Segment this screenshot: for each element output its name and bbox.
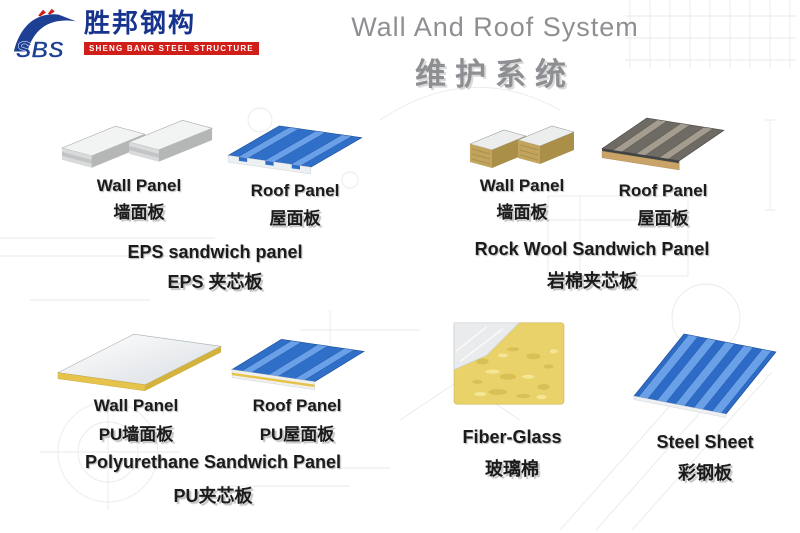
fiberglass-label-en: Fiber-Glass [462,427,562,447]
rockwool-wall-panel-label-zh: 墙面板 [496,203,548,222]
rockwool-roof-panel-label-zh: 屋面板 [637,209,689,228]
eps-group-title-en: EPS sandwich panel [127,242,303,262]
eps-wall-panel-label-en: Wall Panel [96,176,182,195]
pu-group-title-zh: PU夹芯板 [173,486,253,506]
eps-wall-panel-label-zh: 墙面板 [113,203,165,222]
rockwool-roof-panel-label-en: Roof Panel [618,181,708,200]
pu-group-title-en: Polyurethane Sandwich Panel [84,452,342,472]
pu-roof-panel-label-en: Roof Panel [252,396,342,415]
pu-wall-panel-label-zh: PU墙面板 [98,425,174,444]
rockwool-roof-panel-image [601,117,725,171]
page-title-zh: 维护系统 [415,57,575,92]
steel-sheet-image [633,333,777,418]
eps-roof-panel-image [227,125,363,175]
rockwool-group-title-en: Rock Wool Sandwich Panel [474,239,710,259]
rockwool-wall-panel-label-en: Wall Panel [479,176,565,195]
rockwool-group-title-zh: 岩棉夹芯板 [547,271,637,291]
logo-company-name-en: SHENG BANG STEEL STRUCTURE [84,42,259,55]
eps-roof-panel-label-en: Roof Panel [250,181,340,200]
sbs-logo-icon: SBS [13,8,77,62]
rockwool-wall-panel-image [469,125,575,168]
pu-wall-panel-label-en: Wall Panel [93,396,179,415]
steel-sheet-label-zh: 彩钢板 [678,463,732,483]
fiberglass-image [453,322,565,405]
company-logo: SBS 胜邦钢构 SHENG BANG STEEL STRUCTURE [8,8,259,62]
steel-sheet-label-en: Steel Sheet [656,432,754,452]
logo-company-name-zh: 胜邦钢构 [84,8,197,38]
page-title-en: Wall And Roof System [351,12,639,42]
pu-roof-panel-label-zh: PU屋面板 [259,425,335,444]
eps-wall-panel-image [61,120,214,168]
logo-text-block: 胜邦钢构 SHENG BANG STEEL STRUCTURE [84,8,259,56]
fiberglass-label-zh: 玻璃棉 [485,459,539,479]
page-header: Wall And Roof System 维护系统 [330,12,660,94]
pu-roof-panel-image [231,339,365,390]
eps-group-title-zh: EPS 夹芯板 [167,272,263,292]
eps-roof-panel-label-zh: 屋面板 [269,209,321,228]
pu-wall-panel-image [57,333,222,392]
logo-abbr-text: SBS [16,36,64,62]
